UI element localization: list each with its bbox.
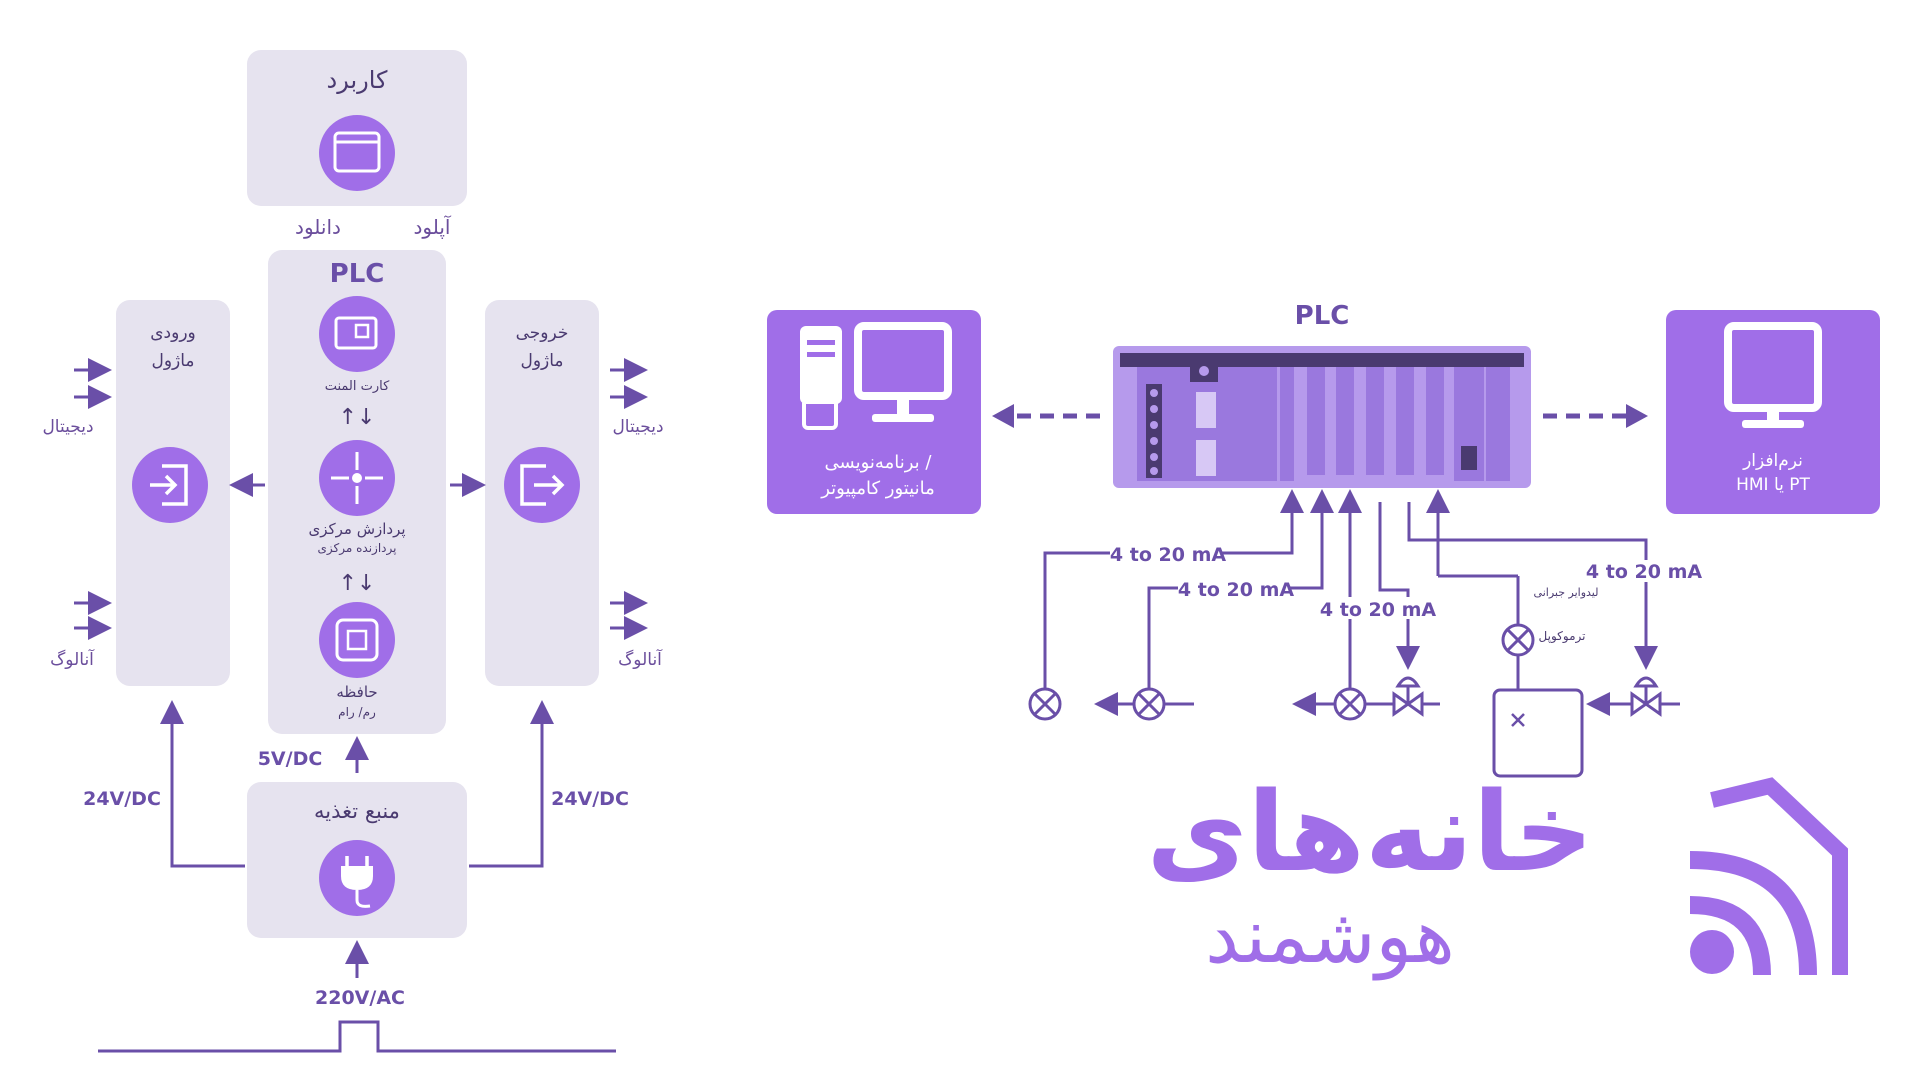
application-box: کاربرد [247, 50, 467, 206]
ac-input-waveform [98, 1020, 616, 1053]
control-valve-2 [1586, 676, 1680, 717]
output-module-line2: ماژول [520, 351, 563, 371]
signal-line-6 [1407, 502, 1658, 670]
hmi-arrowhead [1626, 404, 1648, 428]
plc-title: PLC [330, 259, 385, 289]
sensor-1 [1028, 687, 1062, 721]
v24-left-label: 24V/DC [83, 788, 161, 810]
output-digital-label: دیجیتال [612, 417, 663, 437]
updown-arrows-1: ↑↓ [339, 405, 376, 430]
input-analog-label: آنالوگ [50, 648, 95, 670]
power-title: منبع تغذیه [314, 799, 400, 823]
computer-line1: برنامه‌نویسی / [825, 452, 933, 473]
plc-rack [1113, 346, 1531, 488]
input-module-line1: ورودی [150, 323, 196, 343]
application-title: کاربرد [327, 66, 389, 94]
power-to-input-line [160, 700, 245, 868]
chip-icon [319, 602, 395, 678]
output-module-box: خروجی ماژول [485, 300, 599, 686]
signal-label-2: 4 to 20 mA [1178, 579, 1294, 601]
updown-arrows-2: ↑↓ [339, 571, 376, 596]
power-to-output-line [469, 700, 554, 868]
output-module-line1: خروجی [516, 323, 569, 343]
thermocouple-sensor [1492, 623, 1584, 778]
window-icon [319, 115, 395, 191]
card-label: کارت المنت [325, 379, 390, 394]
v24-right-label: 24V/DC [551, 788, 629, 810]
download-label: دانلود [295, 215, 341, 239]
memory-label: حافظه [336, 683, 377, 701]
brand-logo: خانه‌های هوشمند [1147, 768, 1848, 981]
output-analog-label: آنالوگ [618, 648, 663, 670]
memory-sublabel: رم/ رام [338, 705, 376, 720]
computer-box: برنامه‌نویسی / مانیتور کامپیوتر [767, 310, 981, 514]
logo-line2: هوشمند [1205, 891, 1455, 981]
cpu-sublabel: پردازنده مرکزی [318, 541, 397, 556]
input-digital-label: دیجیتال [42, 417, 93, 437]
sensor-3 [1292, 687, 1394, 721]
logo-line1: خانه‌های [1147, 768, 1594, 896]
signal-line-1 [1043, 489, 1304, 708]
input-analog-arrows [74, 591, 112, 640]
v5-label: 5V/DC [258, 748, 323, 770]
sensor-2 [1094, 687, 1194, 721]
output-digital-arrows [610, 358, 648, 409]
input-module-box: ورودی ماژول [116, 300, 230, 686]
hmi-line2: HMI یا PT [1736, 475, 1810, 495]
signal-line-4 [1378, 502, 1420, 670]
monitor-icon [1724, 322, 1822, 428]
output-analog-arrows [610, 591, 648, 640]
signal-label-3: 4 to 20 mA [1320, 599, 1436, 621]
signal-label-4: 4 to 20 mA [1586, 561, 1702, 583]
input-digital-arrows [74, 358, 112, 409]
computer-line2: مانیتور کامپیوتر [820, 478, 935, 499]
plc-rack-title: PLC [1295, 301, 1350, 331]
plc-box: PLC کارت المنت ↑↓ پردازش مرکزی پردازنده … [268, 250, 446, 734]
compensation-wire-label: لیدوایر جبرانی [1534, 586, 1599, 599]
computer-arrowhead [992, 404, 1014, 428]
cpu-label: پردازش مرکزی [308, 520, 405, 539]
thermocouple-label: ترموکوپل [1539, 629, 1586, 644]
input-module-line2: ماژول [151, 351, 194, 371]
power-supply-box: منبع تغذیه [247, 782, 467, 938]
wifi-home-icon [1689, 777, 1848, 976]
hmi-line1: نرم‌افزار [1742, 451, 1803, 471]
signal-label-1: 4 to 20 mA [1110, 544, 1226, 566]
v220-label: 220V/AC [315, 987, 405, 1009]
upload-label: آپلود [414, 214, 452, 240]
hmi-box: نرم‌افزار HMI یا PT [1666, 310, 1880, 514]
computer-icon [800, 322, 952, 430]
control-valve-1 [1392, 676, 1440, 717]
